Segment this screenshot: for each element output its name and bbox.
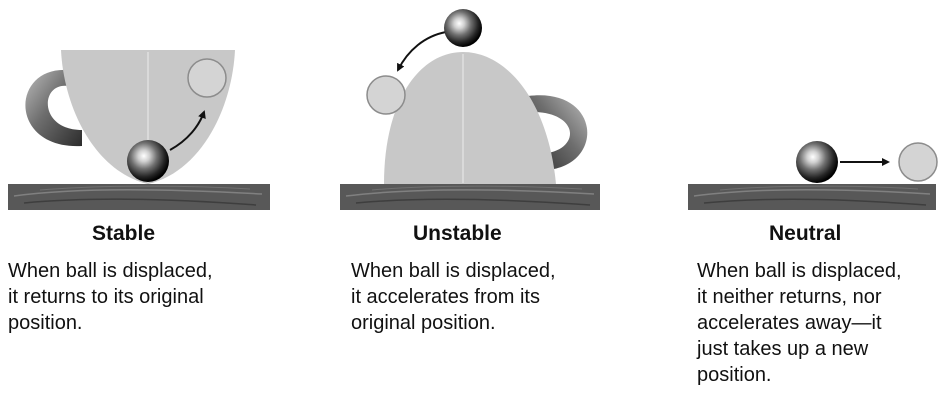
stable-description: When ball is displaced, it returns to it… [8,258,213,336]
displaced-ball-ghost [188,59,226,97]
neutral-ground [688,184,936,210]
description-line: it accelerates from its [351,284,556,310]
unstable-description: When ball is displaced, it accelerates f… [351,258,556,336]
description-line: accelerates away—it [697,310,902,336]
neutral-illustration [688,141,937,210]
description-line: it neither returns, nor [697,284,902,310]
neutral-title: Neutral [769,222,841,246]
stability-illustration [0,0,942,215]
description-line: original position. [351,310,556,336]
unstable-dome [384,52,556,184]
unstable-ball [444,9,482,47]
unstable-title: Unstable [413,222,502,246]
unstable-ground [340,184,600,210]
description-line: When ball is displaced, [8,258,213,284]
description-line: When ball is displaced, [697,258,902,284]
neutral-ball [796,141,838,183]
displaced-ball-ghost [367,76,405,114]
stable-ball [127,140,169,182]
stable-illustration [8,50,270,210]
description-line: position. [8,310,213,336]
unstable-illustration [340,9,600,210]
stable-title: Stable [92,222,155,246]
stable-ground [8,184,270,210]
description-line: just takes up a new [697,336,902,362]
displaced-ball-ghost [899,143,937,181]
description-line: position. [697,362,902,388]
description-line: When ball is displaced, [351,258,556,284]
description-line: it returns to its original [8,284,213,310]
neutral-description: When ball is displaced, it neither retur… [697,258,902,388]
